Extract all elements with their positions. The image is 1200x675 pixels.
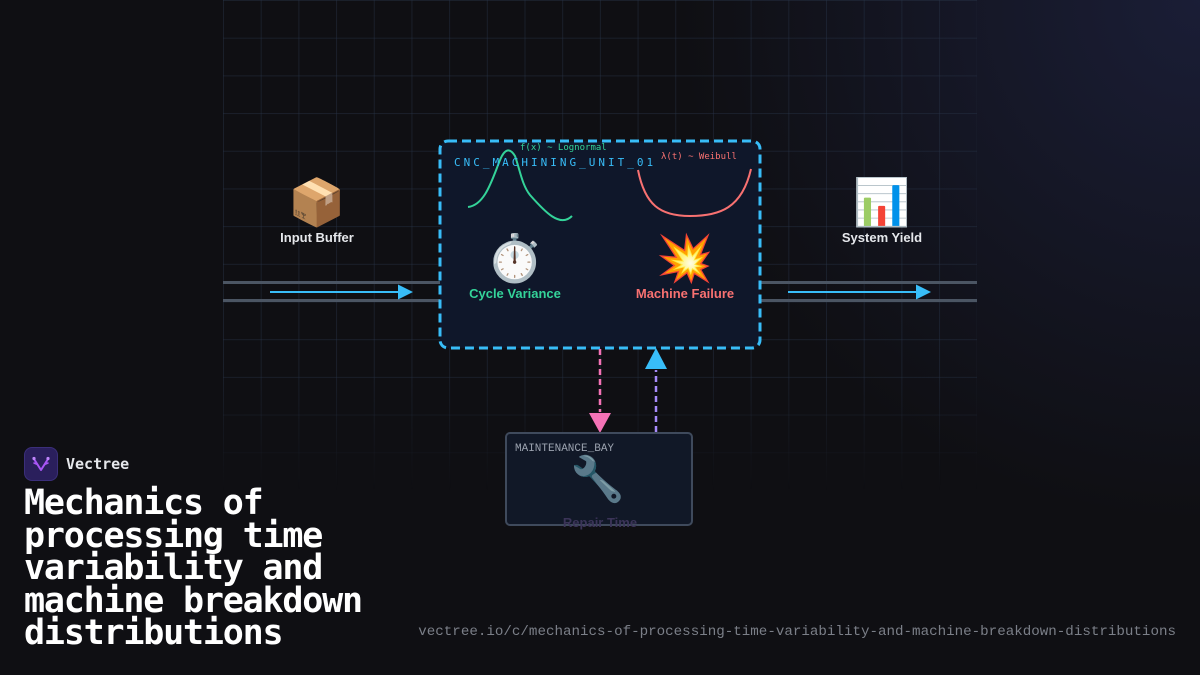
up-arrow-icon [645, 348, 667, 369]
machine-failure-label: Machine Failure [635, 286, 735, 301]
input-buffer-node[interactable]: 📦 Input Buffer [237, 176, 397, 245]
weibull-annotation: λ(t) ~ Weibull [661, 152, 737, 162]
wrench-icon: 🔧 [570, 455, 625, 504]
down-arrow-icon [589, 413, 611, 433]
stopwatch-icon: ⏱️ [486, 232, 544, 284]
bar-chart-icon: 📊 [853, 176, 911, 228]
maintenance-bay-title: MAINTENANCE_BAY [515, 443, 615, 455]
machine-failure-node[interactable]: 💥 Machine Failure [605, 232, 765, 301]
output-conveyor [760, 281, 977, 302]
lognormal-curve [467, 149, 573, 222]
input-flow-arrow-icon [398, 284, 413, 300]
weibull-bathtub-curve [637, 168, 752, 218]
output-flow-arrow-icon [916, 284, 931, 300]
input-buffer-label: Input Buffer [280, 230, 354, 245]
page-title: Mechanics of processing time variability… [24, 483, 363, 653]
brand-name: Vectree [66, 455, 130, 473]
lognormal-annotation: f(x) ~ Lognormal [520, 143, 607, 153]
page-url[interactable]: vectree.io/c/mechanics-of-processing-tim… [418, 624, 1176, 640]
brand: Vectree [24, 447, 129, 481]
cycle-variance-label: Cycle Variance [469, 286, 561, 301]
repair-time-label: Repair Time [562, 515, 638, 530]
machining-unit-box [438, 139, 762, 350]
vectree-logo-icon [24, 447, 58, 481]
input-conveyor [223, 281, 440, 302]
system-yield-node[interactable]: 📊 System Yield [802, 176, 962, 245]
maintenance-bay-box[interactable] [505, 432, 693, 526]
cycle-variance-node[interactable]: ⏱️ Cycle Variance [435, 232, 595, 301]
package-icon: 📦 [288, 176, 346, 228]
system-yield-label: System Yield [841, 230, 923, 245]
machining-unit-title: CNC_MACHINING_UNIT_01 [454, 156, 657, 169]
explosion-icon: 💥 [656, 232, 714, 284]
